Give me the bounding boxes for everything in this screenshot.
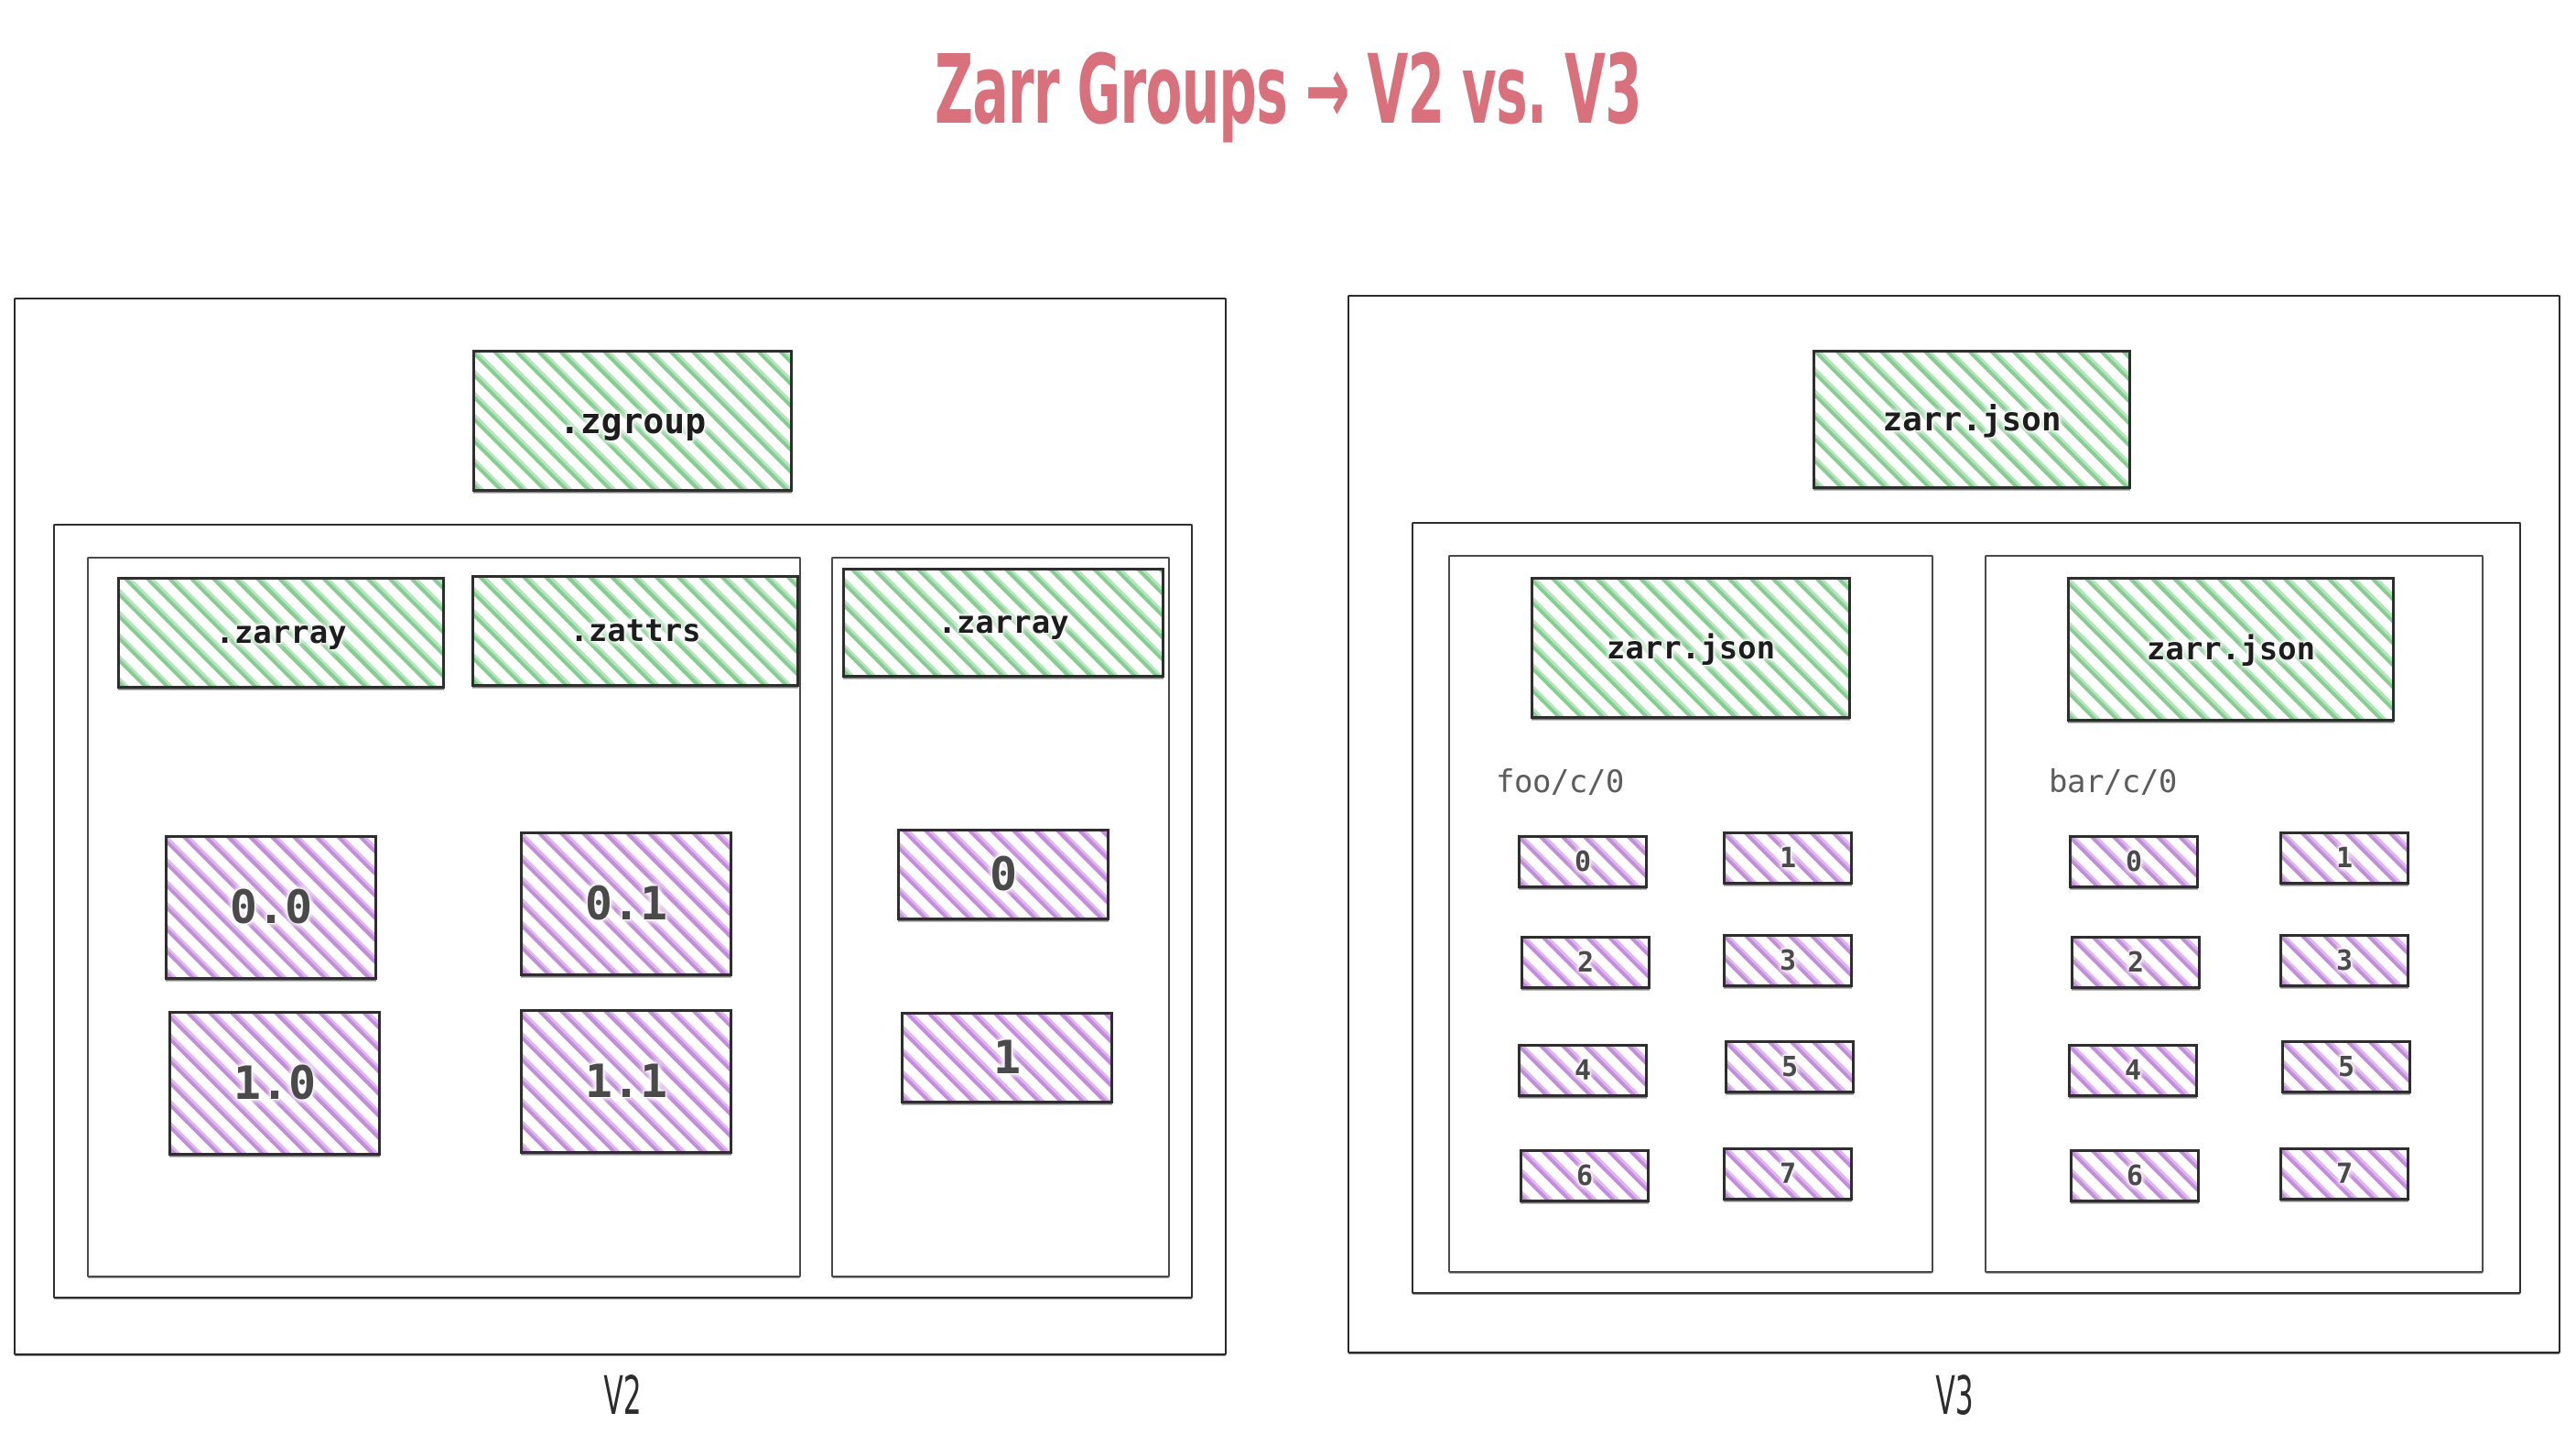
v2-chunk-label: 0.0 [229,881,313,934]
v2-right-zarray-label: .zarray [937,604,1069,641]
v2-arrays-frame [53,524,1193,1298]
v3-chunk-label: 7 [1779,1157,1797,1190]
v2-left-zarray-file[interactable]: .zarray [117,577,445,689]
page-title: Zarr Groups → V2 vs. V3 [934,34,1642,146]
v3-bar-chunk-3[interactable]: 3 [2279,934,2409,987]
v3-foo-chunk-3[interactable]: 3 [1723,934,1853,987]
v3-chunk-label: 5 [2337,1050,2355,1083]
v3-chunk-label: 0 [2125,845,2143,878]
v3-chunk-label: 7 [2335,1157,2354,1190]
v3-bar-chunk-0[interactable]: 0 [2069,835,2199,888]
v2-array-right-box [831,557,1170,1277]
v3-chunk-label: 0 [1574,845,1592,878]
v3-bar-path-label: bar/c/0 [2049,764,2177,800]
v2-zgroup-label: .zgroup [558,400,707,441]
v2-chunk-label: 1 [992,1031,1022,1084]
v3-chunk-label: 6 [1575,1159,1594,1192]
v3-chunk-label: 4 [1574,1054,1592,1087]
v3-foo-zarrjson-file[interactable]: zarr.json [1531,577,1851,719]
v2-caption: V2 [603,1364,642,1427]
v2-left-zattrs-label: .zattrs [569,613,701,649]
v3-chunk-label: 2 [1576,946,1595,979]
v3-chunk-label: 4 [2124,1054,2142,1087]
v3-bar-chunk-1[interactable]: 1 [2279,831,2409,885]
v3-chunk-label: 1 [1779,842,1797,875]
v3-foo-zarrjson-label: zarr.json [1606,629,1776,667]
v3-array-bar-box [1985,555,2484,1273]
v2-zgroup-file[interactable]: .zgroup [472,350,793,492]
v2-chunk-label: 1.0 [233,1057,317,1110]
v2-right-chunk-1[interactable]: 1 [901,1012,1113,1103]
v3-array-foo-box [1448,555,1933,1273]
v3-bar-chunk-7[interactable]: 7 [2279,1147,2409,1201]
v3-bar-chunk-6[interactable]: 6 [2070,1149,2200,1202]
v3-chunk-label: 5 [1780,1050,1799,1083]
v3-foo-chunk-1[interactable]: 1 [1723,831,1853,885]
v2-right-zarray-file[interactable]: .zarray [842,568,1164,678]
v3-foo-chunk-7[interactable]: 7 [1723,1147,1853,1201]
v3-chunk-label: 2 [2127,946,2145,979]
v2-right-chunk-0[interactable]: 0 [897,829,1109,920]
v2-left-zattrs-file[interactable]: .zattrs [471,575,799,687]
v3-chunk-label: 3 [2335,944,2354,977]
v2-chunk-0-0[interactable]: 0.0 [165,835,377,980]
v3-foo-chunk-2[interactable]: 2 [1521,936,1651,989]
v3-chunk-label: 6 [2126,1159,2144,1192]
v3-bar-chunk-5[interactable]: 5 [2281,1040,2411,1093]
v2-chunk-1-0[interactable]: 1.0 [168,1011,381,1156]
v3-chunk-label: 1 [2335,842,2354,875]
v3-foo-chunk-0[interactable]: 0 [1518,835,1648,888]
v3-bar-zarrjson-file[interactable]: zarr.json [2067,577,2395,722]
v3-outer-group-box [1348,295,2560,1353]
v2-array-left-box [87,557,801,1277]
v2-outer-group-box [14,298,1227,1355]
v2-chunk-label: 0 [989,848,1018,901]
v3-foo-chunk-6[interactable]: 6 [1520,1149,1650,1202]
v2-chunk-0-1[interactable]: 0.1 [520,831,732,976]
v3-foo-path-label: foo/c/0 [1496,764,1624,800]
v3-arrays-frame [1412,522,2521,1294]
v3-chunk-label: 3 [1779,944,1797,977]
v2-chunk-label: 1.1 [584,1055,668,1108]
v3-caption: V3 [1935,1364,1974,1427]
v3-bar-zarrjson-label: zarr.json [2146,631,2316,668]
v3-bar-chunk-4[interactable]: 4 [2068,1044,2198,1097]
v2-chunk-label: 0.1 [584,877,668,930]
v3-root-zarrjson-label: zarr.json [1882,400,2062,439]
v3-bar-chunk-2[interactable]: 2 [2071,936,2201,989]
v3-root-zarrjson-file[interactable]: zarr.json [1813,350,2131,489]
v3-foo-chunk-4[interactable]: 4 [1518,1044,1648,1097]
v2-chunk-1-1[interactable]: 1.1 [520,1009,732,1154]
v3-foo-chunk-5[interactable]: 5 [1725,1040,1855,1093]
v2-left-zarray-label: .zarray [215,614,347,651]
